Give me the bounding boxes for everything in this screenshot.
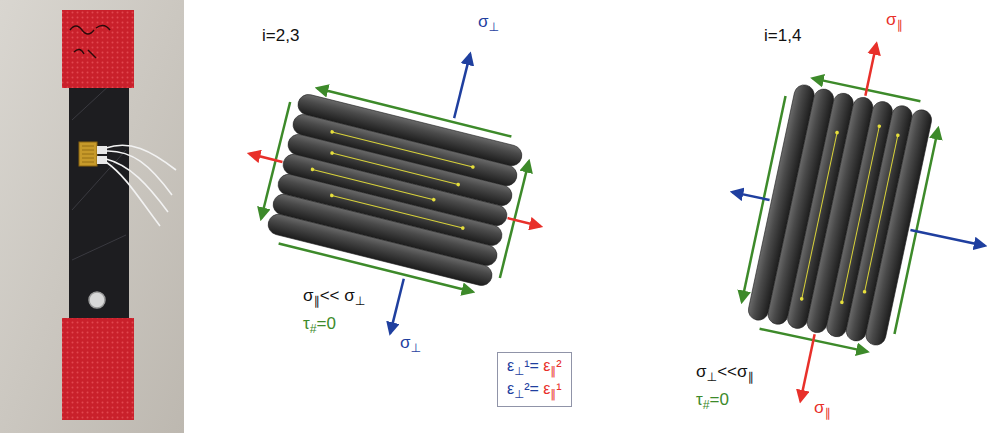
tracer-dot (877, 124, 881, 128)
tracer-line (332, 153, 458, 184)
stress-symbol: σ∥ (886, 10, 903, 33)
stress-symbol: σ⊥ (478, 12, 499, 35)
tracer-dot (330, 151, 334, 155)
stress-relation: σ⊥<<σ∥ (696, 362, 754, 385)
hole (89, 292, 105, 308)
gauge-grid (82, 146, 94, 162)
tracer-dot (835, 130, 839, 134)
case-label: i=2,3 (262, 26, 299, 46)
tracer-line (332, 195, 463, 228)
strain-gauge (79, 142, 97, 166)
stress-relation: σ∥<< σ⊥ (303, 286, 365, 309)
stress-symbol: σ∥ (814, 398, 831, 421)
equation-text: ε⊥¹= ε∥² (507, 356, 562, 379)
case-label: i=1,4 (764, 26, 801, 46)
parallel-stress-arrow (865, 44, 876, 96)
tracer-line (842, 126, 879, 302)
tracer-dot (330, 130, 334, 134)
parallel-stress-arrow (800, 334, 814, 401)
fibre-bundle-transverse (216, 8, 577, 362)
photo-background (0, 0, 184, 433)
end-tab (62, 10, 134, 88)
tracer-dot (456, 182, 460, 186)
tracer-line (313, 169, 434, 199)
fibre-bundle-longitudinal (693, 21, 1001, 432)
shear-arrow (317, 88, 511, 136)
tracer-dot (310, 167, 314, 171)
tracer-dot (896, 133, 900, 137)
handwriting (70, 25, 110, 58)
transverse-stress-arrow (390, 279, 404, 333)
tracer-dot (862, 290, 866, 294)
stress-symbol: σ⊥ (400, 333, 421, 356)
tracer-dot (461, 226, 465, 230)
solder-pad (97, 146, 107, 154)
shear-arrow (279, 243, 473, 291)
gauge-wires (106, 145, 176, 226)
solder-pad (97, 156, 107, 164)
specimen-photo (0, 0, 184, 433)
shear-condition: τ#=0 (303, 314, 336, 337)
transverse-stress-arrow (910, 230, 984, 246)
tracer-dot (800, 297, 804, 301)
transverse-stress-arrow (732, 192, 769, 200)
tracer-line (865, 135, 898, 292)
shear-condition: τ#=0 (696, 390, 729, 413)
tracer-dot (330, 193, 334, 197)
parallel-stress-arrow (508, 218, 541, 226)
tracer-dot (840, 300, 844, 304)
tracer-dot (432, 197, 436, 201)
transverse-stress-arrow (454, 54, 470, 118)
equation-text: ε⊥²= ε∥¹ (507, 379, 562, 402)
tracer-dot (471, 165, 475, 169)
end-tab (62, 318, 134, 420)
tracer-line (332, 132, 473, 167)
tracer-line (802, 133, 837, 299)
parallel-stress-arrow (249, 154, 282, 162)
equation-box: ε⊥¹= ε∥²ε⊥²= ε∥¹ (497, 352, 572, 407)
